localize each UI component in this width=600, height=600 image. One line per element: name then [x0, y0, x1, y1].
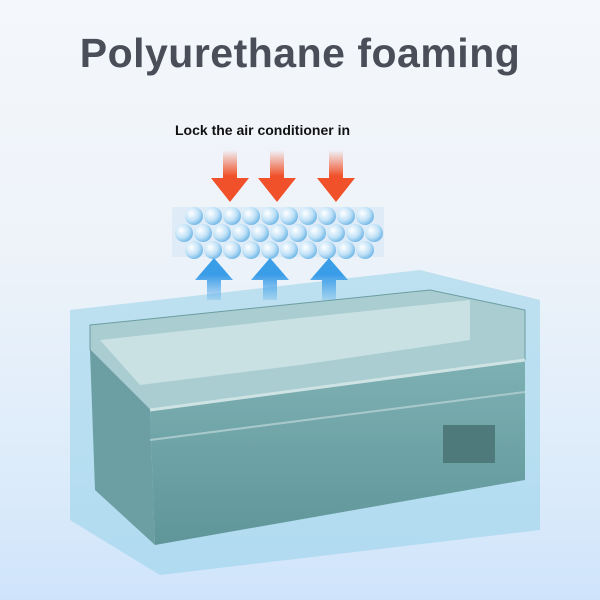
foam-bubble-icon [261, 207, 279, 225]
down-arrow-icon [258, 150, 296, 202]
foam-bubbles [175, 207, 383, 259]
foam-bubble-icon [299, 207, 317, 225]
foam-bubble-icon [223, 207, 241, 225]
subtitle: Lock the air conditioner in [175, 122, 351, 138]
foam-bubble-icon [346, 224, 364, 242]
foam-bubble-icon [356, 241, 374, 259]
foam-bubble-icon [270, 224, 288, 242]
down-arrow-icon [317, 150, 355, 202]
foam-bubble-icon [204, 241, 222, 259]
foam-bubble-icon [204, 207, 222, 225]
foam-bubble-icon [337, 241, 355, 259]
down-arrow-icon [211, 150, 249, 202]
up-arrow-icon [195, 258, 233, 300]
foam-bubble-icon [185, 207, 203, 225]
foam-bubble-icon [242, 207, 260, 225]
foam-bubble-icon [175, 224, 193, 242]
foam-bubble-icon [194, 224, 212, 242]
foam-bubble-icon [318, 241, 336, 259]
foam-bubble-icon [356, 207, 374, 225]
up-arrow-icon [310, 258, 348, 300]
foam-bubble-icon [280, 207, 298, 225]
foam-bubble-icon [299, 241, 317, 259]
foam-bubble-icon [232, 224, 250, 242]
foam-bubble-icon [185, 241, 203, 259]
control-panel [443, 425, 495, 463]
freezer [70, 270, 540, 575]
foam-bubble-icon [365, 224, 383, 242]
up-arrow-icon [251, 258, 289, 300]
page-title: Polyurethane foaming [79, 30, 521, 76]
foam-bubble-icon [261, 241, 279, 259]
foam-bubble-icon [242, 241, 260, 259]
foam-bubble-icon [289, 224, 307, 242]
foam-bubble-icon [337, 207, 355, 225]
foam-bubble-icon [318, 207, 336, 225]
foam-bubble-icon [213, 224, 231, 242]
foam-bubble-icon [308, 224, 326, 242]
foam-bubble-icon [223, 241, 241, 259]
foam-bubble-icon [280, 241, 298, 259]
foam-bubble-icon [327, 224, 345, 242]
heat-arrows [211, 150, 355, 202]
foam-bubble-icon [251, 224, 269, 242]
cold-arrows [195, 258, 348, 300]
